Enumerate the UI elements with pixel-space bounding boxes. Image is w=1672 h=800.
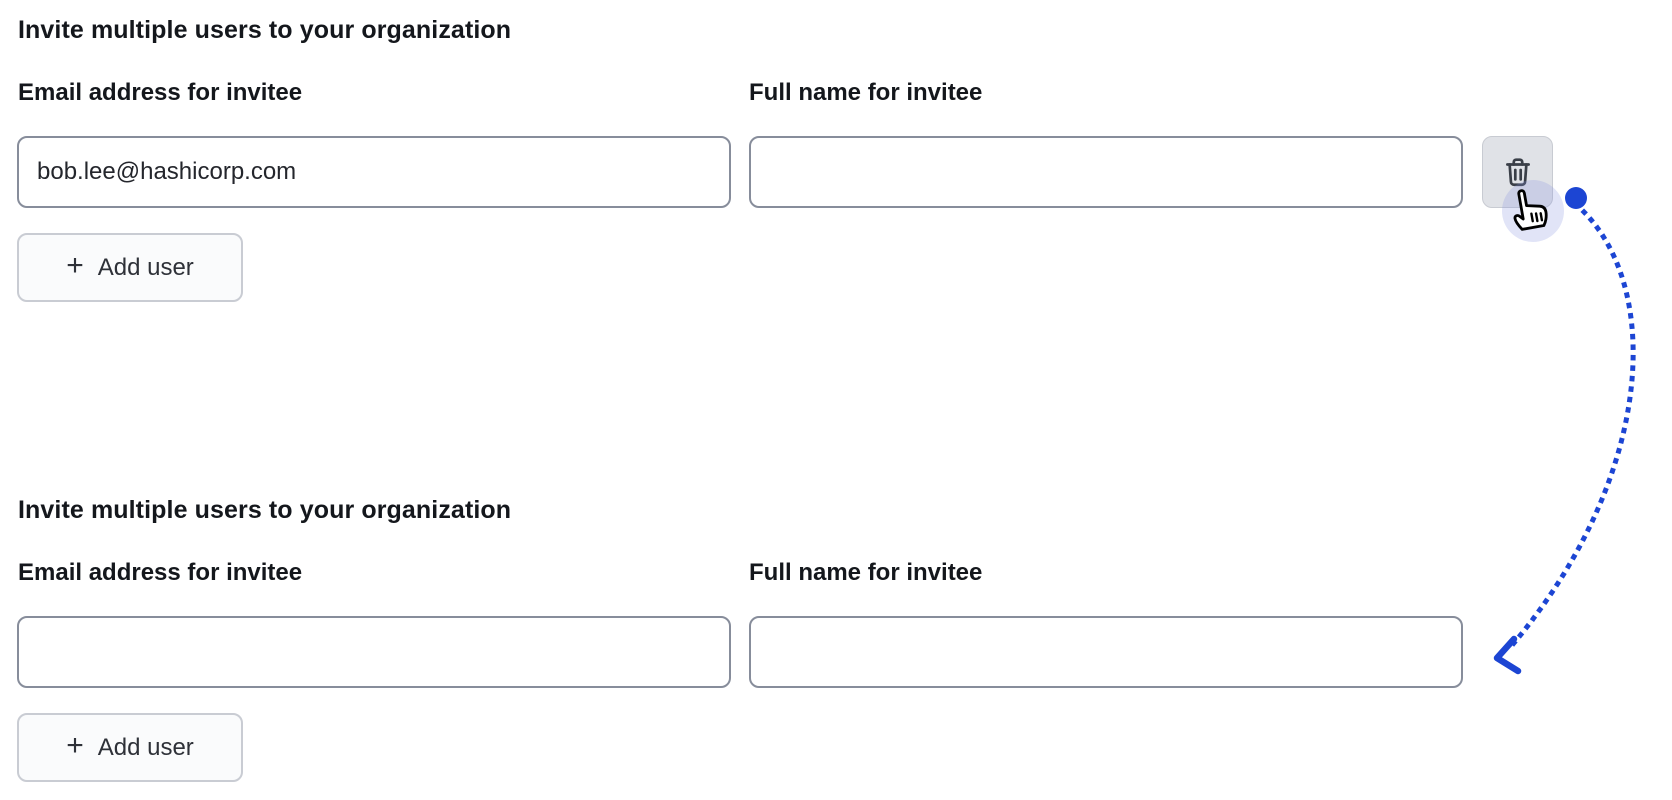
add-user-button[interactable]: + Add user: [17, 713, 243, 782]
add-user-label: Add user: [97, 733, 194, 761]
plus-icon: +: [66, 249, 84, 282]
form-heading: Invite multiple users to your organizati…: [18, 16, 512, 44]
email-input[interactable]: [17, 136, 731, 208]
form-heading: Invite multiple users to your organizati…: [18, 496, 512, 524]
add-user-label: Add user: [97, 253, 194, 281]
full-name-label: Full name for invitee: [749, 559, 983, 586]
delete-row-button[interactable]: [1482, 136, 1553, 208]
full-name-input[interactable]: [749, 616, 1463, 688]
plus-icon: +: [66, 729, 84, 762]
invite-form-bottom: Invite multiple users to your organizati…: [0, 480, 1672, 800]
invite-form-top: Invite multiple users to your organizati…: [17, 16, 1553, 302]
trash-icon: [1501, 154, 1535, 190]
add-user-button[interactable]: + Add user: [17, 233, 243, 302]
full-name-input[interactable]: [749, 136, 1463, 208]
email-input[interactable]: [17, 616, 731, 688]
email-label: Email address for invitee: [18, 559, 303, 586]
email-label: Email address for invitee: [18, 79, 303, 106]
full-name-label: Full name for invitee: [749, 79, 983, 106]
